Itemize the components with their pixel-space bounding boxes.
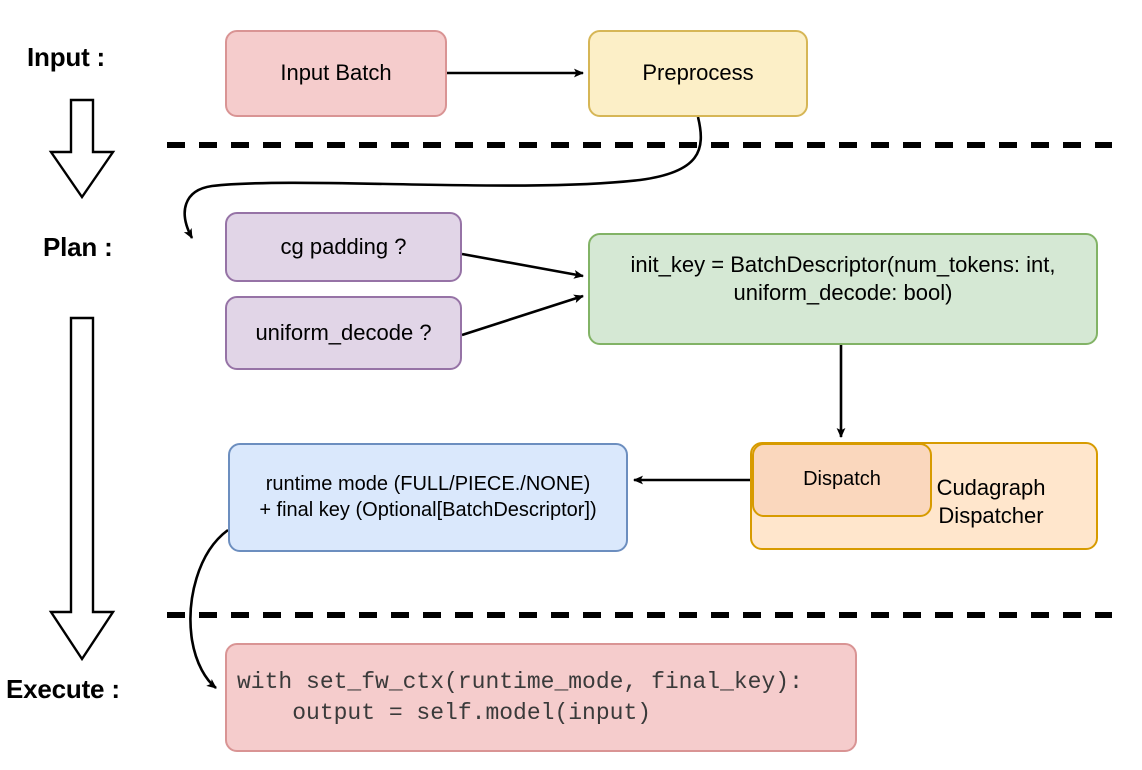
node-cudagraph-dispatcher-line2: Dispatcher	[938, 502, 1044, 528]
node-cg-padding[interactable]: cg padding ?	[225, 212, 462, 282]
stage-label-plan: Plan :	[43, 232, 113, 262]
edge-preprocess-to-cg-padding	[183, 116, 703, 239]
stage-label-input: Input :	[27, 42, 106, 72]
node-dispatch[interactable]: Dispatch	[752, 443, 932, 517]
node-preprocess-label: Preprocess	[642, 60, 754, 86]
stage-label-execute: Execute :	[6, 674, 120, 704]
node-init-key-line2: uniform_decode: bool)	[733, 280, 953, 306]
edge-cg-padding-to-init-key	[461, 252, 584, 279]
node-init-key[interactable]: init_key = BatchDescriptor(num_tokens: i…	[588, 233, 1098, 345]
edge-runtime-mode-to-execute-code	[189, 528, 229, 690]
node-uniform-decode-label: uniform_decode ?	[255, 319, 432, 345]
node-init-key-line1: init_key = BatchDescriptor(num_tokens: i…	[630, 252, 1056, 277]
node-input-batch-label: Input Batch	[280, 60, 392, 86]
node-cudagraph-dispatcher-line1: Cudagraph	[936, 474, 1046, 500]
stage-arrow-plan-to-execute	[48, 316, 116, 662]
node-uniform-decode[interactable]: uniform_decode ?	[225, 296, 462, 370]
node-execute-code-line2: output = self.model(input)	[237, 699, 652, 726]
node-runtime-mode[interactable]: runtime mode (FULL/PIECE./NONE) + final …	[228, 443, 628, 552]
node-execute-code[interactable]: with set_fw_ctx(runtime_mode, final_key)…	[225, 643, 857, 752]
node-dispatch-label: Dispatch	[803, 468, 881, 491]
node-input-batch[interactable]: Input Batch	[225, 30, 447, 117]
node-preprocess[interactable]: Preprocess	[588, 30, 808, 117]
stage-arrow-input-to-plan	[48, 98, 116, 200]
edge-uniform-decode-to-init-key	[461, 294, 584, 337]
node-execute-code-line1: with set_fw_ctx(runtime_mode, final_key)…	[237, 668, 803, 695]
node-cg-padding-label: cg padding ?	[280, 233, 407, 259]
node-runtime-mode-line2: + final key (Optional[BatchDescriptor])	[259, 498, 597, 521]
node-runtime-mode-line1: runtime mode (FULL/PIECE./NONE)	[265, 472, 591, 495]
